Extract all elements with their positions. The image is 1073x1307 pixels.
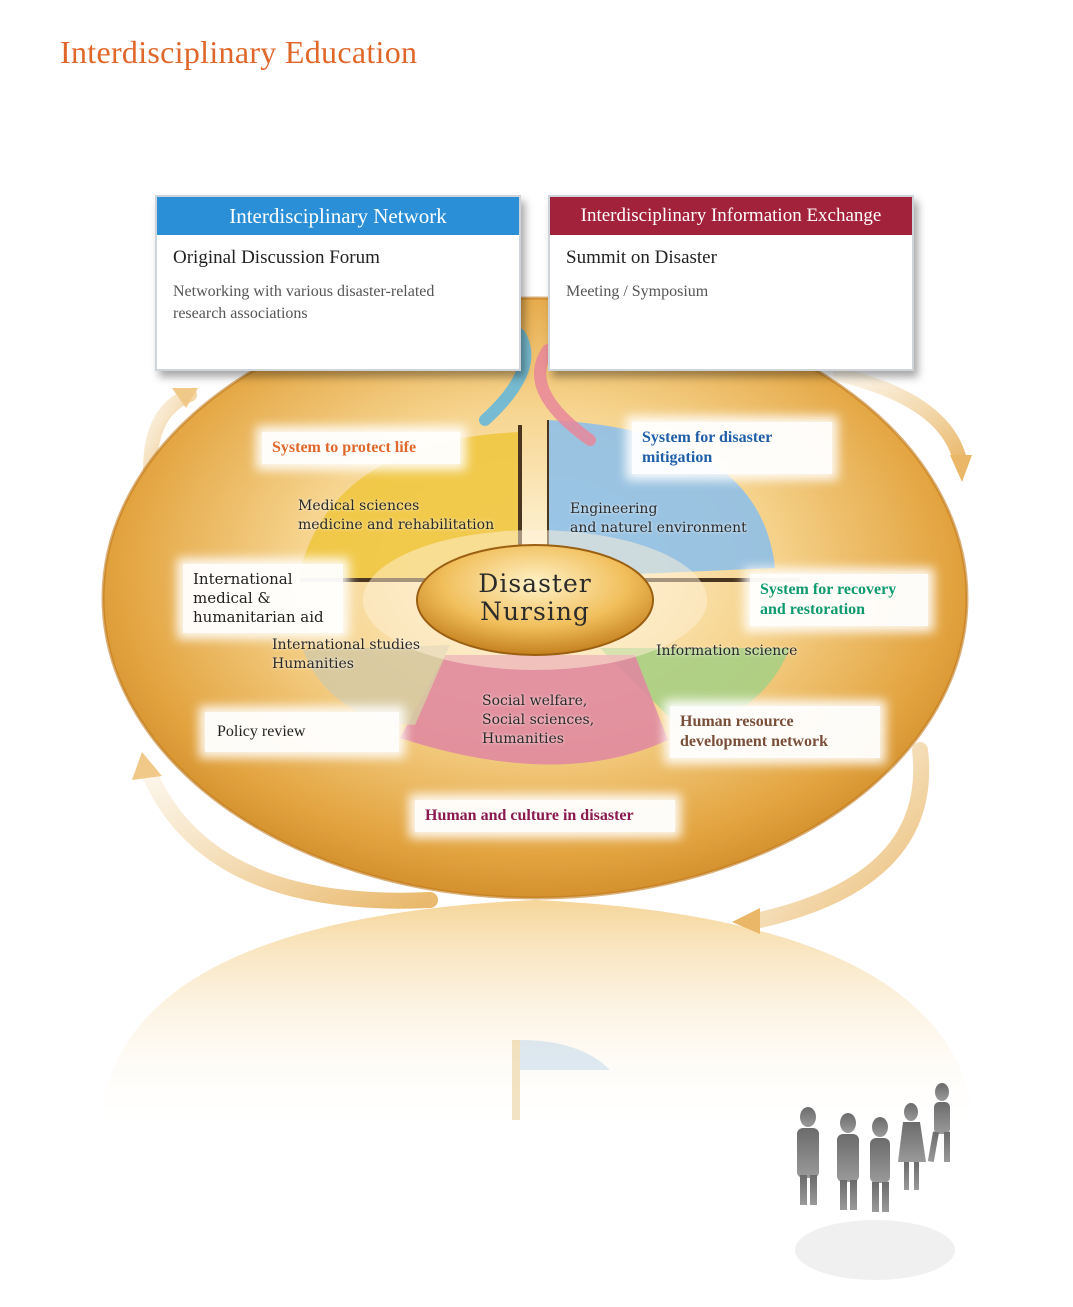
intl-aid-line1: International <box>193 570 293 588</box>
network-desc-line1: Networking with various disaster-related <box>173 283 435 300</box>
network-box-description: Networking with various disaster-related… <box>173 281 503 325</box>
core-label-disaster-nursing: Disaster Nursing <box>475 570 595 626</box>
international-line1: International studies <box>272 637 421 653</box>
text-social-welfare: Social welfare, Social sciences, Humanit… <box>482 692 594 749</box>
social-line2: Social sciences, <box>482 712 595 728</box>
hr-line1: Human resource <box>680 713 794 730</box>
hr-line2: development network <box>680 733 828 750</box>
label-system-recovery: System for recovery and restoration <box>750 574 928 626</box>
network-desc-line2: research associations <box>173 305 308 322</box>
arrow-bottom-left <box>142 767 438 909</box>
exchange-box-description: Meeting / Symposium <box>566 283 709 300</box>
recovery-line1: System for recovery <box>760 581 897 598</box>
social-line1: Social welfare, <box>482 693 588 709</box>
exchange-box-subtitle: Summit on Disaster <box>566 247 717 268</box>
mitigation-line1: System for disaster <box>642 429 773 446</box>
mitigation-line2: mitigation <box>642 449 713 466</box>
network-box-header: Interdisciplinary Network <box>157 197 519 235</box>
label-policy-review: Policy review <box>205 712 399 752</box>
medical-line2: medicine and rehabilitation <box>298 517 495 533</box>
sector-social <box>400 655 668 765</box>
international-line2: Humanities <box>272 656 354 672</box>
arrow-bottom-right <box>752 742 930 928</box>
core-ellipse <box>416 544 654 656</box>
core-line2: Nursing <box>480 597 590 626</box>
sector-information <box>600 648 790 728</box>
text-international-studies: International studies Humanities <box>272 636 420 674</box>
arrow-top-right <box>833 368 967 467</box>
label-human-culture: Human and culture in disaster <box>415 800 675 832</box>
exchange-box-header: Interdisciplinary Information Exchange <box>550 197 912 235</box>
label-system-protect-life: System to protect life <box>262 432 460 464</box>
page-title: Interdisciplinary Education <box>60 34 418 70</box>
label-hr-network: Human resource development network <box>670 706 880 758</box>
medical-line1: Medical sciences <box>298 498 420 514</box>
interdisciplinary-network-box: Interdisciplinary Network Original Discu… <box>155 195 521 371</box>
social-line3: Humanities <box>482 731 564 747</box>
text-information-science: Information science <box>656 643 798 659</box>
label-system-disaster-mitigation: System for disaster mitigation <box>632 422 832 474</box>
network-box-subtitle: Original Discussion Forum <box>173 247 380 268</box>
information-exchange-box: Interdisciplinary Information Exchange S… <box>548 195 914 371</box>
sector-international <box>303 645 450 725</box>
intl-aid-line3: humanitarian aid <box>193 608 324 626</box>
text-engineering: Engineering and naturel environment <box>570 500 747 538</box>
engineering-line2: and naturel environment <box>570 520 747 536</box>
recovery-line2: and restoration <box>760 601 866 618</box>
intl-aid-line2: medical & <box>193 589 271 607</box>
core-line1: Disaster <box>478 569 592 598</box>
engineering-line1: Engineering <box>570 501 658 517</box>
people-silhouettes <box>797 1083 950 1212</box>
text-medical-sciences: Medical sciences medicine and rehabilita… <box>298 497 494 535</box>
label-intl-aid: International medical & humanitarian aid <box>183 564 343 633</box>
disc-reflection <box>100 900 975 1130</box>
